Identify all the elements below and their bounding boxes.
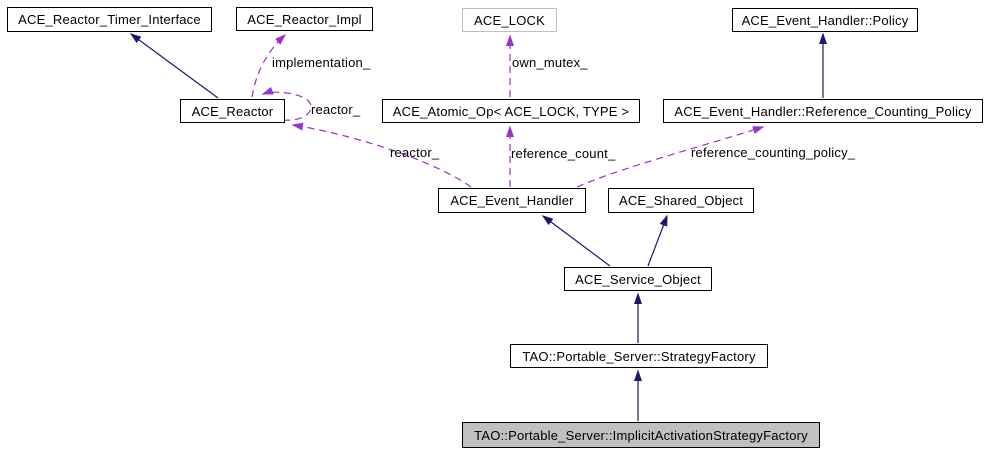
edge-label-own-mutex: own_mutex_ bbox=[512, 55, 588, 70]
node-ace-reactor[interactable]: ACE_Reactor bbox=[180, 99, 285, 123]
node-tao-implicit-activation-strategy-factory: TAO::Portable_Server::ImplicitActivation… bbox=[462, 422, 820, 448]
node-ace-event-handler-reference-counting-policy[interactable]: ACE_Event_Handler::Reference_Counting_Po… bbox=[663, 99, 983, 123]
node-tao-strategy-factory[interactable]: TAO::Portable_Server::StrategyFactory bbox=[510, 344, 768, 368]
node-ace-shared-object[interactable]: ACE_Shared_Object bbox=[608, 188, 754, 213]
edge-reactor-from-event-handler bbox=[291, 122, 472, 188]
edge-label-reference-count: reference_count_ bbox=[511, 146, 616, 161]
edge-implementation bbox=[251, 33, 287, 98]
edge-reactor-to-reactor-timer-interface bbox=[129, 33, 219, 99]
edge-reactor-self-loop bbox=[261, 86, 312, 121]
edge-reference-counting-policy-usage bbox=[576, 126, 765, 188]
edge-label-implementation: implementation_ bbox=[272, 55, 371, 70]
node-ace-service-object[interactable]: ACE_Service_Object bbox=[564, 267, 712, 291]
node-ace-atomic-op[interactable]: ACE_Atomic_Op< ACE_LOCK, TYPE > bbox=[382, 99, 640, 123]
edge-label-reactor-self: reactor_ bbox=[311, 102, 361, 117]
node-ace-reactor-timer-interface[interactable]: ACE_Reactor_Timer_Interface bbox=[7, 7, 212, 32]
node-ace-reactor-impl[interactable]: ACE_Reactor_Impl bbox=[236, 7, 373, 31]
edge-label-reactor: reactor_ bbox=[390, 145, 440, 160]
node-ace-lock: ACE_LOCK bbox=[462, 8, 557, 32]
edge-service-object-to-shared-object bbox=[647, 214, 668, 267]
edge-label-reference-counting-policy: reference_counting_policy_ bbox=[691, 145, 856, 160]
node-ace-event-handler[interactable]: ACE_Event_Handler bbox=[438, 188, 586, 213]
node-ace-event-handler-policy[interactable]: ACE_Event_Handler::Policy bbox=[732, 8, 918, 32]
edge-service-object-to-event-handler bbox=[541, 215, 611, 267]
